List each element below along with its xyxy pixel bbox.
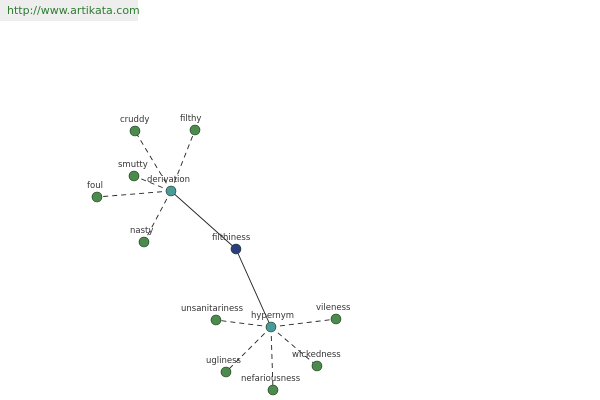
- edge-derivation-foul: [96, 190, 172, 198]
- center-filthiness-node[interactable]: [230, 243, 242, 255]
- word-unsanitariness-label[interactable]: unsanitariness: [181, 304, 244, 314]
- relation-derivation-node[interactable]: [165, 185, 177, 197]
- word-cruddy-label[interactable]: cruddy: [120, 115, 149, 125]
- edge-center-hypernym: [235, 248, 272, 328]
- word-nefariousness-label[interactable]: nefariousness: [241, 374, 301, 384]
- word-foul-label[interactable]: foul: [87, 181, 103, 191]
- word-nasty-node[interactable]: [138, 236, 150, 248]
- word-vileness-node[interactable]: [330, 313, 342, 325]
- relation-hypernym-node[interactable]: [265, 321, 277, 333]
- edge-hypernym-ugliness: [225, 326, 272, 373]
- edge-hypernym-vileness: [270, 318, 337, 328]
- edge-derivation-filthy: [170, 129, 196, 192]
- relation-derivation-label[interactable]: derivation: [147, 175, 190, 185]
- edge-derivation-cruddy: [134, 130, 172, 192]
- word-nefariousness-node[interactable]: [267, 384, 279, 396]
- word-wickedness-label[interactable]: wickedness: [292, 350, 341, 360]
- edge-hypernym-wickedness: [270, 326, 318, 367]
- word-smutty-label[interactable]: smutty: [118, 160, 148, 170]
- word-filthy-node[interactable]: [189, 124, 201, 136]
- word-nasty-label[interactable]: nasty: [130, 226, 153, 236]
- word-unsanitariness-node[interactable]: [210, 314, 222, 326]
- edge-derivation-nasty: [143, 190, 172, 243]
- edge-center-derivation: [170, 190, 237, 250]
- word-ugliness-label[interactable]: ugliness: [206, 356, 242, 366]
- url-bar: http://www.artikata.com: [0, 0, 140, 21]
- word-smutty-node[interactable]: [128, 170, 140, 182]
- edge-hypernym-nefariousness: [270, 326, 274, 391]
- relation-hypernym-label[interactable]: hypernym: [251, 311, 294, 321]
- word-foul-node[interactable]: [91, 191, 103, 203]
- url-link[interactable]: http://www.artikata.com: [7, 4, 140, 17]
- word-cruddy-node[interactable]: [129, 125, 141, 137]
- word-wickedness-node[interactable]: [311, 360, 323, 372]
- edge-derivation-smutty: [133, 175, 172, 192]
- word-vileness-label[interactable]: vileness: [316, 303, 351, 313]
- center-filthiness-label[interactable]: filthiness: [212, 233, 251, 243]
- word-ugliness-node[interactable]: [220, 366, 232, 378]
- edge-hypernym-unsanitariness: [215, 319, 272, 328]
- word-filthy-label[interactable]: filthy: [180, 114, 201, 124]
